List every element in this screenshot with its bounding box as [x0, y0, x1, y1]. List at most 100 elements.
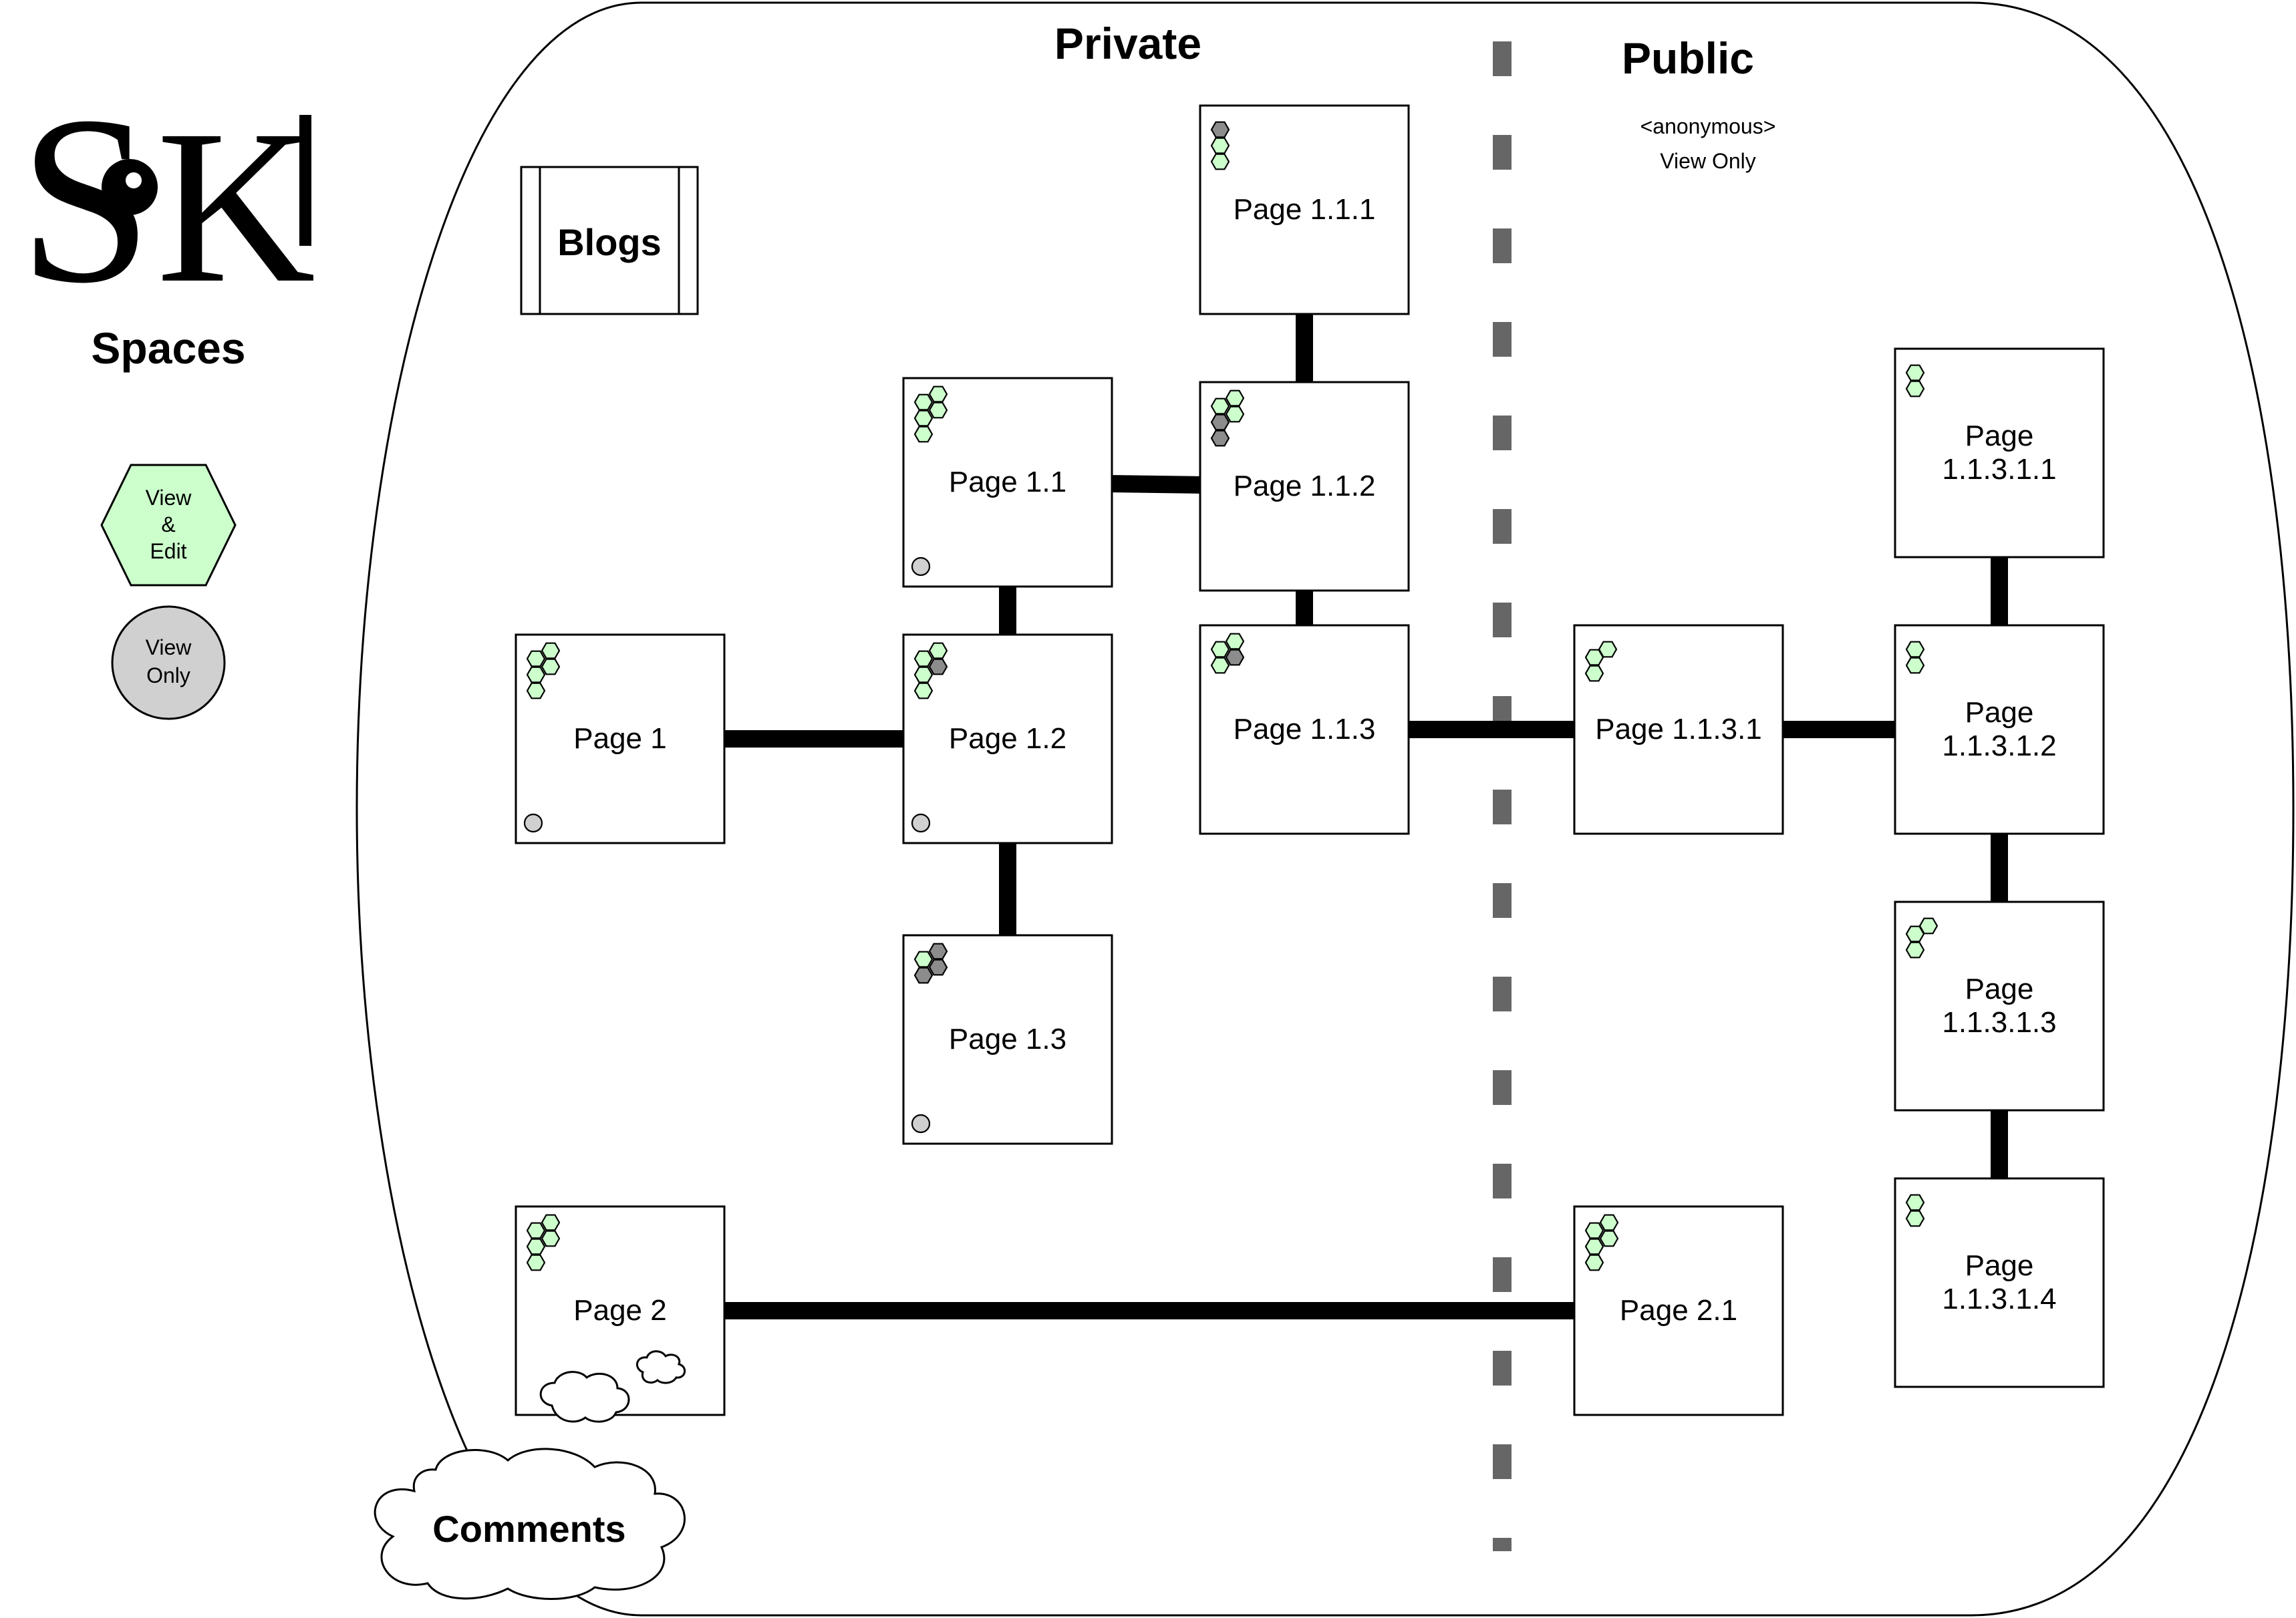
view-edit-hex-icon: [541, 642, 561, 659]
page-label: 1.1.3.1.3: [1942, 1006, 2056, 1039]
view-edit-hex-icon: [1584, 1222, 1604, 1239]
page-label: Page 2: [573, 1294, 666, 1327]
page-label: Page 1.1: [949, 466, 1066, 498]
restricted-hex-icon: [1225, 649, 1245, 666]
page-box: [1573, 624, 1784, 835]
page-label: Page: [1965, 420, 2034, 452]
page-label: Page: [1965, 696, 2034, 729]
view-edit-hex-icon: [1210, 397, 1230, 415]
view-edit-hex-icon: [913, 393, 934, 411]
page-label: Page 1.1.2: [1234, 470, 1376, 502]
page-box: [1894, 1177, 2105, 1388]
view-edit-hex-icon: [1210, 641, 1230, 658]
page-label: Page: [1965, 1249, 2034, 1282]
public-subtitle-line-2: View Only: [1660, 149, 1755, 173]
view-edit-hex-icon: [1599, 1230, 1619, 1247]
view-edit-hex-icon: [913, 951, 934, 968]
view-edit-hex-icon: [913, 426, 934, 443]
page-node-p1_2[interactable]: Page 1.2: [902, 633, 1113, 844]
view-edit-hex-icon: [526, 1238, 546, 1255]
view-only-circle-icon: [911, 813, 931, 833]
page-node-p2[interactable]: Page 2: [515, 1205, 726, 1423]
view-edit-hex-icon: [1210, 153, 1230, 170]
view-only-circle-icon: [523, 813, 543, 833]
view-edit-hex-icon: [1225, 389, 1245, 407]
page-node-p1_3[interactable]: Page 1.3: [902, 934, 1113, 1145]
page-node-p1_1[interactable]: Page 1.1: [902, 377, 1113, 588]
comments-node[interactable]: Comments: [374, 1448, 686, 1600]
page-node-p1_1_3_1[interactable]: Page 1.1.3.1: [1573, 624, 1784, 835]
page-node-p2_1[interactable]: Page 2.1: [1573, 1205, 1784, 1416]
page-node-p1_1_2[interactable]: Page 1.1.2: [1199, 381, 1410, 592]
private-title: Private: [1054, 19, 1201, 68]
view-edit-hex-icon: [1599, 1214, 1619, 1231]
view-edit-hex-icon: [1584, 1238, 1604, 1255]
blogs-label: Blogs: [557, 221, 662, 263]
view-edit-hex-icon: [100, 464, 237, 587]
view-edit-hex-icon: [913, 650, 934, 667]
view-edit-hex-icon: [928, 642, 948, 659]
public-subtitle-line-1: <anonymous>: [1640, 114, 1776, 138]
view-edit-hex-icon: [1584, 649, 1604, 666]
page-label: Page 1.1.3.1: [1595, 713, 1762, 746]
page-node-p1_1_3[interactable]: Page 1.1.3: [1199, 624, 1410, 835]
page-box: [902, 633, 1113, 844]
view-edit-line-1: View: [146, 486, 192, 510]
page-node-p1[interactable]: Page 1: [515, 633, 726, 844]
page-label: 1.1.3.1.4: [1942, 1283, 2056, 1315]
page-label: Page 1: [573, 722, 666, 755]
view-edit-hex-icon: [1584, 1254, 1604, 1271]
view-edit-line-3: Edit: [150, 539, 186, 563]
space-boundary: [355, 1, 2295, 1617]
view-edit-line-2: &: [161, 512, 175, 536]
view-only-circle-icon: [911, 556, 931, 577]
view-edit-hex-icon: [541, 1230, 561, 1247]
spaces-label: Spaces: [91, 323, 245, 373]
comment-cloud-icon: [636, 1350, 686, 1384]
page-label: Page 1.3: [949, 1023, 1066, 1056]
page-label: 1.1.3.1.2: [1942, 730, 2056, 762]
logo-letter-i: [299, 115, 311, 246]
restricted-hex-icon: [928, 943, 948, 960]
comments-cloud-icon: [374, 1448, 686, 1600]
restricted-hex-icon: [928, 959, 948, 976]
page-label: Page 2.1: [1620, 1294, 1737, 1327]
page-node-p1_1_1[interactable]: Page 1.1.1: [1199, 104, 1410, 315]
view-edit-hex-icon: [1905, 925, 1925, 943]
view-edit-hex-icon: [913, 410, 934, 427]
view-edit-hex-icon: [1905, 657, 1925, 674]
view-edit-hex-icon: [1225, 633, 1245, 650]
view-edit-hex-icon: [541, 1214, 561, 1231]
view-edit-hex-icon: [526, 1254, 546, 1271]
view-edit-hex-icon: [1584, 665, 1604, 682]
restricted-hex-icon: [928, 658, 948, 675]
comment-cloud-icon: [539, 1371, 630, 1423]
page-box: [1894, 624, 2105, 835]
view-edit-hex-icon: [928, 385, 948, 403]
view-edit-hex-icon: [913, 666, 934, 683]
view-edit-hex-icon: [526, 666, 546, 683]
legend-view-only: View Only: [111, 605, 226, 720]
view-edit-hex-icon: [1905, 364, 1925, 381]
view-edit-hex-icon: [1905, 1210, 1925, 1227]
restricted-hex-icon: [1210, 414, 1230, 431]
view-edit-hex-icon: [526, 682, 546, 699]
page-box: [1894, 347, 2105, 558]
view-edit-hex-icon: [526, 1222, 546, 1239]
view-edit-hex-icon: [1210, 137, 1230, 154]
view-only-line-2: Only: [146, 663, 190, 687]
blogs-node[interactable]: Blogs: [520, 166, 699, 315]
restricted-hex-icon: [1210, 430, 1230, 447]
view-edit-hex-icon: [1905, 641, 1925, 658]
page-label: 1.1.3.1.1: [1942, 453, 2056, 486]
view-edit-hex-icon: [541, 658, 561, 675]
page-box: [1199, 104, 1410, 315]
view-edit-hex-icon: [1905, 941, 1925, 959]
page-box: [1894, 901, 2105, 1112]
